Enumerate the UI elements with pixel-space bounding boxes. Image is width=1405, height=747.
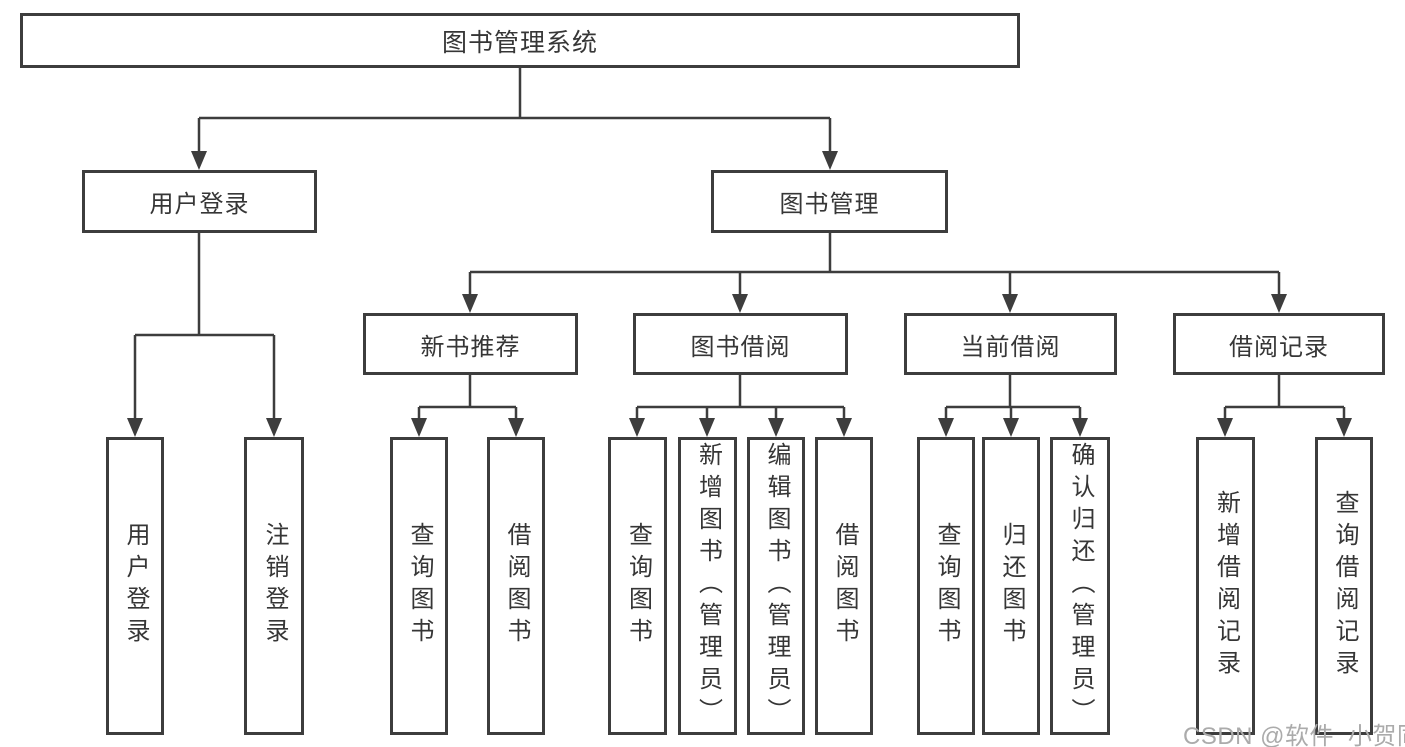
node-borrow-records-label: 借阅记录 <box>1229 333 1329 361</box>
node-logout-leaf-label: 注销登录 <box>261 522 288 650</box>
connector-root-to-level2 <box>197 68 832 154</box>
node-borrow-books-recommend-label: 借阅图书 <box>503 522 530 650</box>
node-query-books-current: 查询图书 <box>917 437 975 735</box>
arrowhead <box>1217 418 1233 437</box>
connector-book-mgmt-to-level3 <box>468 233 1281 297</box>
node-query-books-recommend: 查询图书 <box>390 437 448 735</box>
node-book-mgmt-branch-label: 图书管理 <box>779 191 880 218</box>
arrowhead <box>732 294 748 313</box>
node-user-login-branch: 用户登录 <box>82 170 317 233</box>
arrowhead <box>462 294 478 313</box>
node-borrow-books-recommend: 借阅图书 <box>487 437 545 735</box>
node-add-borrow-record-label: 新增借阅记录 <box>1212 490 1240 682</box>
arrowhead <box>411 418 427 437</box>
node-add-books-admin: 新增图书（管理员） <box>678 437 737 735</box>
arrowhead <box>508 418 524 437</box>
node-logout-leaf: 注销登录 <box>244 437 304 735</box>
arrowhead <box>1002 294 1018 313</box>
connector-current-borrow-to-leaves <box>944 375 1082 421</box>
arrowhead <box>127 418 143 437</box>
node-user-login-leaf-label: 用户登录 <box>122 522 149 650</box>
connector-borrow-records-to-leaves <box>1223 375 1346 421</box>
node-edit-books-admin: 编辑图书（管理员） <box>747 437 805 735</box>
node-return-books: 归还图书 <box>982 437 1040 735</box>
node-root-label: 图书管理系统 <box>441 28 598 57</box>
node-borrow-books-leaf-label: 借阅图书 <box>831 522 858 650</box>
node-new-book-rec: 新书推荐 <box>363 313 578 375</box>
arrowhead <box>836 418 852 437</box>
node-user-login-branch-label: 用户登录 <box>149 191 250 218</box>
node-borrow-records: 借阅记录 <box>1173 313 1385 375</box>
node-new-book-rec-label: 新书推荐 <box>420 333 521 361</box>
node-add-borrow-record: 新增借阅记录 <box>1196 437 1255 735</box>
arrowhead <box>1072 418 1088 437</box>
node-book-mgmt-branch: 图书管理 <box>711 170 948 233</box>
node-user-login-leaf: 用户登录 <box>106 437 164 735</box>
arrowhead <box>699 418 715 437</box>
node-query-books-borrow: 查询图书 <box>608 437 667 735</box>
node-current-borrow: 当前借阅 <box>904 313 1117 375</box>
node-query-borrow-record: 查询借阅记录 <box>1315 437 1373 735</box>
arrowhead <box>768 418 784 437</box>
node-query-books-current-label: 查询图书 <box>933 522 960 650</box>
node-borrow-books-leaf: 借阅图书 <box>815 437 873 735</box>
node-confirm-return-admin: 确认归还（管理员） <box>1050 437 1110 735</box>
node-current-borrow-label: 当前借阅 <box>960 333 1061 361</box>
node-edit-books-admin-label: 编辑图书（管理员） <box>763 442 790 730</box>
arrowhead <box>1271 294 1287 313</box>
node-query-books-borrow-label: 查询图书 <box>624 522 652 650</box>
arrowhead <box>1003 418 1019 437</box>
arrowhead <box>822 151 838 170</box>
node-query-borrow-record-label: 查询借阅记录 <box>1331 490 1358 682</box>
csdn-watermark: CSDN @软件_小贺同学 <box>1183 723 1405 747</box>
connector-book-borrow-to-leaves <box>635 375 846 421</box>
connector-new-book-rec-to-leaves <box>417 375 518 421</box>
node-query-books-recommend-label: 查询图书 <box>406 522 433 650</box>
arrowhead <box>938 418 954 437</box>
node-add-books-admin-label: 新增图书（管理员） <box>694 442 722 730</box>
connector-user-login-to-leaves <box>133 233 276 421</box>
node-book-borrow: 图书借阅 <box>633 313 848 375</box>
node-confirm-return-admin-label: 确认归还（管理员） <box>1067 442 1094 730</box>
arrowhead <box>191 151 207 170</box>
arrowhead <box>629 418 645 437</box>
arrowhead <box>1336 418 1352 437</box>
node-root: 图书管理系统 <box>20 13 1020 68</box>
arrowhead <box>266 418 282 437</box>
node-return-books-label: 归还图书 <box>998 522 1025 650</box>
node-book-borrow-label: 图书借阅 <box>690 333 791 361</box>
